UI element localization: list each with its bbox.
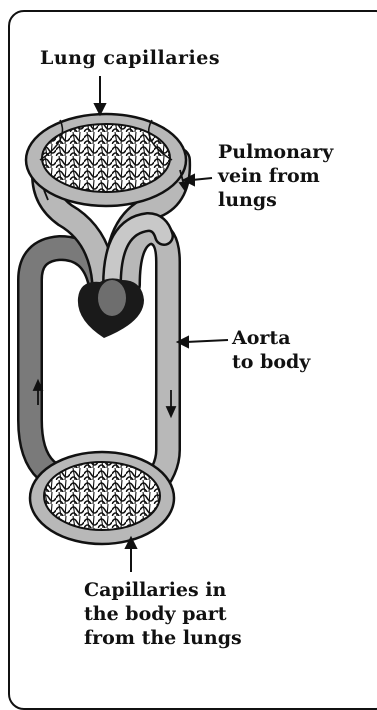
pulmonary-vein-line-1: Pulmonary	[218, 140, 333, 164]
body-capillary-bed	[30, 452, 174, 544]
circulation-diagram	[0, 0, 377, 675]
lung-capillary-bed	[26, 114, 186, 206]
lung-capillaries-label: Lung capillaries	[40, 46, 220, 70]
aorta-line-2: to body	[232, 350, 310, 374]
pulmonary-vein-line-3: lungs	[218, 188, 333, 212]
pulmonary-vein-label: Pulmonary vein from lungs	[218, 140, 333, 212]
heart	[78, 278, 144, 338]
aorta-label: Aorta to body	[232, 326, 310, 374]
body-capillaries-line-2: the body part	[84, 602, 242, 626]
body-capillaries-line-3: from the lungs	[84, 626, 242, 650]
aorta-line-1: Aorta	[232, 326, 310, 350]
aorta-vessel	[112, 222, 168, 490]
body-capillaries-label: Capillaries in the body part from the lu…	[84, 578, 242, 650]
body-capillaries-line-1: Capillaries in	[84, 578, 242, 602]
pulmonary-vein-line-2: vein from	[218, 164, 333, 188]
